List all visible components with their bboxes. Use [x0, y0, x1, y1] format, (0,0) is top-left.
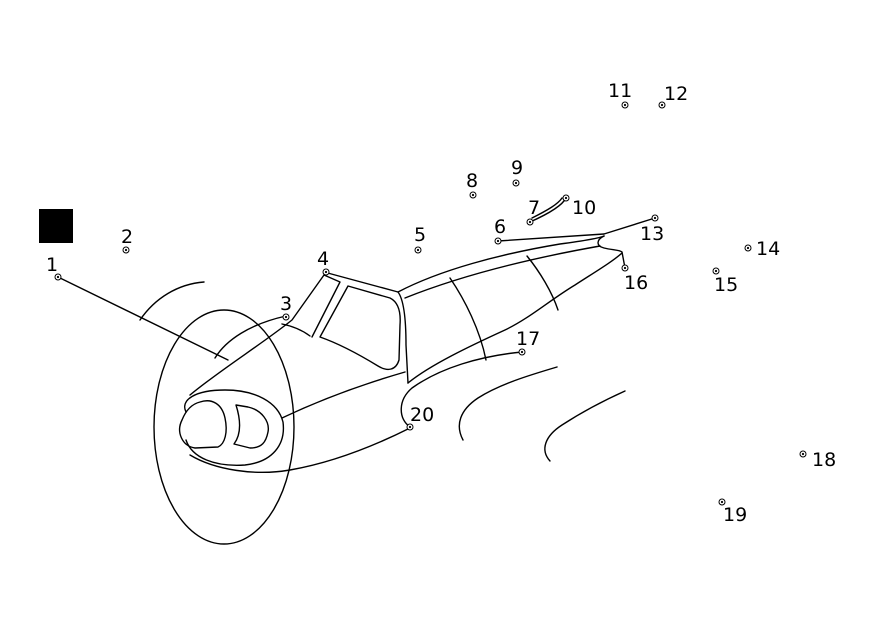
windshield-frame	[311, 274, 341, 338]
dot-label: 2	[121, 226, 133, 248]
dot-label: 6	[494, 216, 506, 238]
wing-edge-20-17	[400, 351, 523, 428]
dot-8[interactable]: 8	[466, 170, 478, 199]
propeller-disc	[153, 309, 295, 545]
dot-label: 16	[624, 272, 648, 294]
dot-7[interactable]: 7	[526, 197, 540, 226]
nose-lower	[189, 427, 411, 473]
vertical-stabilizer	[497, 233, 605, 242]
cowling-lip	[281, 323, 311, 337]
dot-label: 12	[664, 83, 688, 105]
dot-16[interactable]: 16	[621, 264, 648, 294]
side-window	[319, 285, 401, 371]
dot-14[interactable]: 14	[744, 238, 780, 260]
dot-5[interactable]: 5	[414, 224, 426, 254]
dot-label: 8	[466, 170, 478, 192]
dot-label: 7	[528, 197, 540, 219]
dot-label: 1	[46, 254, 58, 276]
dot-19[interactable]: 19	[718, 498, 747, 526]
dot-1[interactable]: 1	[46, 254, 62, 281]
dot-label: 14	[756, 238, 780, 260]
speed-line-b	[544, 390, 626, 462]
dot-12[interactable]: 12	[658, 83, 688, 109]
air-intake-left	[178, 400, 227, 449]
dot-label: 10	[572, 197, 596, 219]
dot-20[interactable]: 20	[406, 404, 434, 431]
nose-upper	[189, 274, 325, 396]
dot-label: 17	[516, 328, 540, 350]
dot-label: 20	[410, 404, 434, 426]
tail-tip	[597, 235, 626, 269]
dot-11[interactable]: 11	[608, 80, 632, 109]
dot-label: 13	[640, 223, 664, 245]
dot-15[interactable]: 15	[712, 267, 738, 296]
horizontal-stabilizer	[603, 217, 656, 235]
dot-4[interactable]: 4	[317, 248, 330, 276]
tail-fin-front-b	[531, 197, 563, 219]
dot-label: 5	[414, 224, 426, 246]
propeller-arc	[139, 281, 205, 321]
dot-2[interactable]: 2	[121, 226, 133, 254]
fuselage-side-line	[281, 371, 406, 419]
fuselage-bottom	[407, 252, 623, 384]
dot-18[interactable]: 18	[799, 449, 836, 471]
panel-line-a	[449, 277, 487, 361]
dot-6[interactable]: 6	[494, 216, 506, 245]
dot-17[interactable]: 17	[516, 328, 540, 356]
dot-label: 3	[280, 293, 292, 315]
dot-label: 18	[812, 449, 836, 471]
dot-label: 15	[714, 274, 738, 296]
airplane-outline	[57, 197, 656, 545]
canopy-top	[323, 271, 399, 293]
guide-line-1	[57, 276, 229, 361]
fuselage-top-inner	[404, 245, 601, 299]
speed-line-a	[458, 366, 558, 441]
dot-10[interactable]: 10	[562, 194, 596, 219]
dot-label: 9	[511, 157, 523, 179]
cowling-top	[214, 315, 287, 359]
dot-3[interactable]: 3	[280, 293, 292, 321]
start-marker-square	[39, 209, 73, 243]
dot-13[interactable]: 13	[640, 214, 664, 245]
spinner-outer	[184, 389, 285, 466]
dot-label: 19	[723, 504, 747, 526]
panel-line-b	[526, 255, 559, 311]
dot-label: 4	[317, 248, 329, 270]
dot-9[interactable]: 9	[511, 157, 523, 187]
dot-label: 11	[608, 80, 632, 102]
fuselage-top	[397, 235, 605, 293]
cabin-pillar	[397, 291, 409, 384]
numbered-dots: 1 2 3 4 5 6 7 8 9 10 11 12 13 14 15 16 1…	[46, 80, 836, 526]
air-intake-right	[233, 404, 269, 449]
